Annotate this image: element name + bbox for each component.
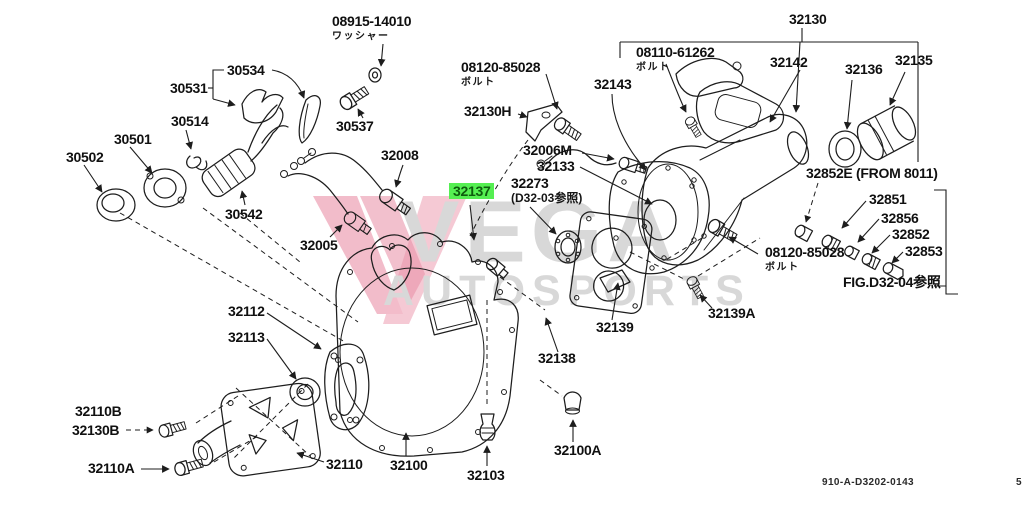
part-label-32100A: 32100A <box>554 442 602 458</box>
part-name-jp: ボルト <box>765 262 800 273</box>
part-number: 08120-85028 <box>461 59 541 75</box>
leader-lines-top <box>611 28 919 171</box>
part-label-32143: 32143 <box>594 76 632 92</box>
part-number: 32273 <box>511 175 549 191</box>
part-label-32008: 32008 <box>381 147 419 163</box>
part-name-jp: ボルト <box>461 77 496 88</box>
part-drawing-adapter-housing <box>608 160 710 275</box>
part-label-08120-85028-right: 08120-85028 ボルト <box>765 244 845 275</box>
part-number: 08120-85028 <box>765 244 845 260</box>
part-label-08915-14010: 08915-14010 ワッシャー <box>332 13 412 44</box>
part-drawing-rear-extension <box>637 57 810 266</box>
part-label-32139A: 32139A <box>708 305 756 321</box>
part-label-32851: 32851 <box>869 191 907 207</box>
part-label-32139: 32139 <box>596 319 634 335</box>
page-number: 5 <box>1016 477 1022 488</box>
part-label-32853: 32853 <box>905 243 943 259</box>
part-label-32006M: 32006M <box>523 142 572 158</box>
part-drawing-switches <box>280 148 412 238</box>
part-label-32133: 32133 <box>537 158 575 174</box>
part-drawing-speedo-parts <box>794 182 958 295</box>
part-drawing-washer-30537 <box>337 43 386 119</box>
part-label-32273: 32273 (D32-03参照) <box>511 176 582 206</box>
part-label-32112: 32112 <box>228 303 265 319</box>
part-label-32137-highlighted: 32137 <box>449 183 495 199</box>
part-label-30537: 30537 <box>336 118 374 134</box>
part-label-30502: 30502 <box>66 149 104 165</box>
part-drawing-gutter-32139 <box>599 237 761 321</box>
part-label-32130: 32130 <box>789 11 827 27</box>
part-label-32856: 32856 <box>881 210 919 226</box>
part-label-32110A: 32110A <box>88 460 135 476</box>
part-number: 08110-61262 <box>636 44 715 60</box>
part-drawing-bolts-bottom-left <box>126 395 259 478</box>
part-label-32113: 32113 <box>228 329 265 345</box>
part-drawing-bolt-right <box>663 216 759 262</box>
part-label-08110-61262: 08110-61262 ボルト <box>636 44 715 75</box>
part-label-30542: 30542 <box>225 206 263 222</box>
part-label-32005: 32005 <box>300 237 338 253</box>
part-name-jp: ボルト <box>636 62 671 73</box>
part-drawing-bracket-32130H <box>469 73 584 237</box>
part-drawing-boot-covers <box>828 71 917 168</box>
part-drawing-front-cover <box>192 312 370 477</box>
highlighted-part-number: 32137 <box>449 183 495 199</box>
part-label-30501: 30501 <box>114 131 152 147</box>
part-drawing-clutch-fork-group <box>83 69 359 343</box>
part-number: 08915-14010 <box>332 13 412 29</box>
part-ref-note: (D32-03参照) <box>511 191 583 205</box>
part-label-32138: 32138 <box>538 350 576 366</box>
diagram-code: 910-A-D3202-0143 <box>822 477 915 488</box>
part-label-30534: 30534 <box>227 62 265 78</box>
part-label-32100: 32100 <box>390 457 428 473</box>
part-label-32852E: 32852E (FROM 8011) <box>806 165 938 181</box>
part-label-08120-85028-left: 08120-85028 ボルト <box>461 59 541 90</box>
part-label-32130B: 32130B <box>72 422 120 438</box>
part-label-32142: 32142 <box>770 54 808 70</box>
part-drawing-plug-32137 <box>469 204 546 311</box>
part-label-32136: 32136 <box>845 61 883 77</box>
part-drawing-plate-32138 <box>544 211 653 353</box>
part-label-32135: 32135 <box>895 52 933 68</box>
part-label-30531: 30531 <box>170 80 208 96</box>
part-drawing-plugs-bottom <box>479 300 582 466</box>
part-drawing-sensor-32006M <box>536 149 653 205</box>
part-label-32130H: 32130H <box>464 103 512 119</box>
part-drawing-bearing-32273 <box>529 206 582 264</box>
part-label-30514: 30514 <box>171 113 209 129</box>
part-drawing-main-case <box>335 232 519 457</box>
figure-reference-note: FIG.D32-04参照 <box>843 274 941 290</box>
part-name-jp: ワッシャー <box>332 31 390 42</box>
part-label-32852: 32852 <box>892 226 930 242</box>
part-label-32110: 32110 <box>326 456 363 472</box>
part-label-32110B: 32110B <box>75 403 122 419</box>
part-label-32103: 32103 <box>467 467 505 483</box>
